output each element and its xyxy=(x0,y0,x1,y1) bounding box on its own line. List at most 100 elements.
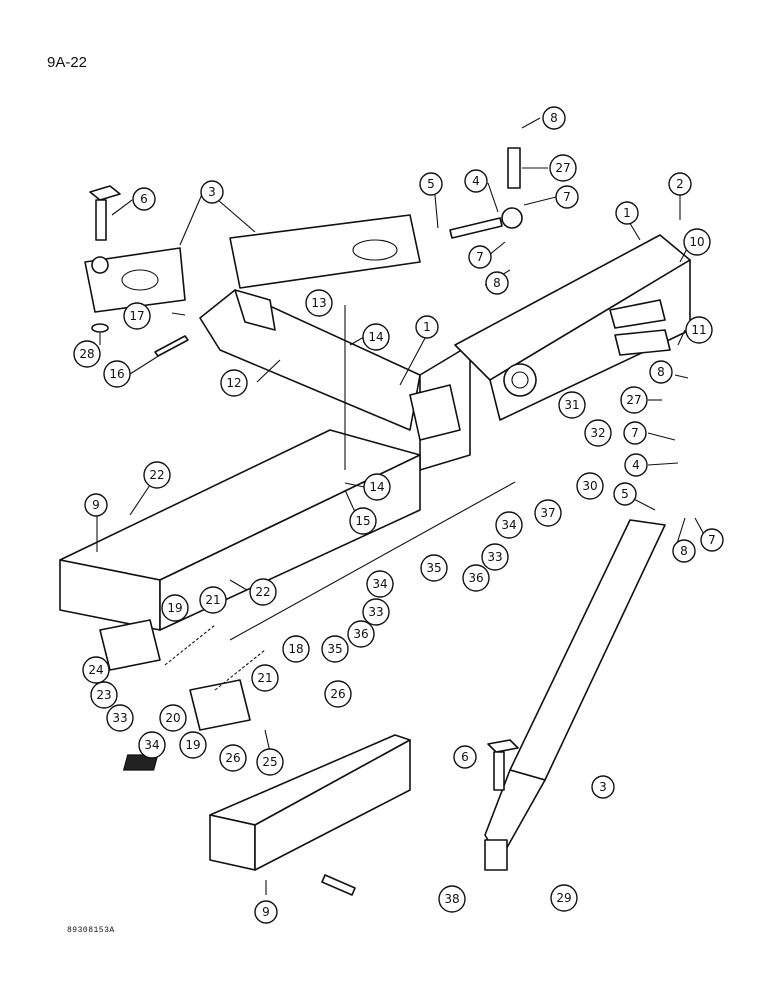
callout-7: 7 xyxy=(555,185,579,209)
callout-11: 11 xyxy=(685,316,713,344)
callout-7: 7 xyxy=(468,245,492,269)
right-hitch-arm xyxy=(484,519,666,871)
svg-text:11: 11 xyxy=(691,323,706,337)
drawing-code: 89308153A xyxy=(67,926,115,935)
bolt-lower xyxy=(321,874,356,896)
svg-text:7: 7 xyxy=(563,190,571,204)
svg-text:12: 12 xyxy=(226,376,241,390)
callout-36: 36 xyxy=(347,620,375,648)
svg-text:32: 32 xyxy=(590,426,605,440)
callout-22: 22 xyxy=(143,461,171,489)
svg-text:30: 30 xyxy=(582,479,597,493)
svg-text:6: 6 xyxy=(461,750,469,764)
callout-2: 2 xyxy=(668,172,692,196)
svg-text:36: 36 xyxy=(353,627,368,641)
pin-6-upper xyxy=(89,185,121,241)
callout-33: 33 xyxy=(106,704,134,732)
callout-18: 18 xyxy=(282,635,310,663)
svg-text:21: 21 xyxy=(205,593,220,607)
callout-31: 23 xyxy=(90,681,118,709)
callout-8: 8 xyxy=(542,106,566,130)
svg-text:34: 34 xyxy=(144,738,159,752)
callout-30: 32 xyxy=(584,419,612,447)
svg-text:28: 28 xyxy=(79,347,94,361)
left-tube-9 xyxy=(59,429,421,631)
svg-text:26: 26 xyxy=(330,687,345,701)
svg-text:35: 35 xyxy=(327,642,342,656)
svg-text:38: 38 xyxy=(444,892,459,906)
pin-26-upper xyxy=(507,147,521,189)
svg-text:33: 33 xyxy=(487,550,502,564)
center-frame xyxy=(199,289,471,471)
callout-37: 37 xyxy=(534,499,562,527)
lower-tube-9 xyxy=(122,734,411,871)
callout-14: 14 xyxy=(363,473,391,501)
callout-8: 8 xyxy=(672,539,696,563)
callout-labels: 8 27 7 5 4 7 8 2 1 10 11 8 27 7 4 5 8 7 … xyxy=(73,106,724,924)
svg-text:4: 4 xyxy=(632,458,640,472)
callout-32: 24 xyxy=(82,656,110,684)
svg-text:1: 1 xyxy=(623,206,631,220)
spring-21-lower xyxy=(214,649,266,691)
callout-35: 35 xyxy=(321,635,349,663)
svg-text:22: 22 xyxy=(255,585,270,599)
callout-21: 21 xyxy=(251,664,279,692)
callout-22: 22 xyxy=(249,578,277,606)
callout-4: 4 xyxy=(624,453,648,477)
svg-text:22: 22 xyxy=(149,468,164,482)
svg-text:34: 34 xyxy=(501,518,516,532)
svg-text:15: 15 xyxy=(355,514,370,528)
callout-9: 9 xyxy=(254,900,278,924)
svg-text:34: 34 xyxy=(372,577,387,591)
svg-text:33: 33 xyxy=(368,605,383,619)
svg-text:9: 9 xyxy=(262,905,270,919)
callout-21: 21 xyxy=(199,586,227,614)
svg-text:37: 37 xyxy=(540,506,555,520)
svg-text:9: 9 xyxy=(92,498,100,512)
callout-27: 28 xyxy=(73,340,101,368)
callout-8: 8 xyxy=(485,271,509,295)
callout-4: 4 xyxy=(464,169,488,193)
svg-text:8: 8 xyxy=(657,365,665,379)
bracket-19-right xyxy=(189,679,251,731)
bracket-19-left xyxy=(99,619,161,671)
svg-text:7: 7 xyxy=(708,533,716,547)
svg-text:18: 18 xyxy=(288,642,303,656)
callout-6: 6 xyxy=(453,745,477,769)
svg-text:35: 35 xyxy=(426,561,441,575)
svg-text:8: 8 xyxy=(493,276,501,290)
svg-text:23: 23 xyxy=(96,688,111,702)
rod-18 xyxy=(229,481,516,641)
svg-text:25: 25 xyxy=(262,755,277,769)
svg-text:33: 33 xyxy=(112,711,127,725)
svg-text:19: 19 xyxy=(167,601,182,615)
callout-25: 26 xyxy=(324,680,352,708)
callout-5: 5 xyxy=(419,172,443,196)
callout-1: 1 xyxy=(615,201,639,225)
callout-34: 34 xyxy=(495,511,523,539)
callout-33: 33 xyxy=(481,543,509,571)
left-hitch-arm xyxy=(84,214,421,313)
callout-8: 8 xyxy=(649,360,673,384)
svg-text:17: 17 xyxy=(129,309,144,323)
svg-text:24: 24 xyxy=(88,663,103,677)
pin-16 xyxy=(154,335,189,357)
callout-26: 27 xyxy=(549,154,577,182)
callout-17: 17 xyxy=(123,302,151,330)
svg-text:3: 3 xyxy=(208,185,216,199)
callout-12: 12 xyxy=(220,369,248,397)
callout-19: 19 xyxy=(179,731,207,759)
callout-36: 36 xyxy=(462,564,490,592)
svg-text:27: 27 xyxy=(555,161,570,175)
washer-27-upper xyxy=(91,323,109,333)
callout-14: 14 xyxy=(362,323,390,351)
svg-text:21: 21 xyxy=(257,671,272,685)
svg-text:8: 8 xyxy=(550,111,558,125)
svg-text:7: 7 xyxy=(476,250,484,264)
rod-end-4-upper xyxy=(449,217,503,239)
callout-26: 27 xyxy=(620,386,648,414)
svg-text:10: 10 xyxy=(689,235,704,249)
callout-38: 38 xyxy=(438,885,466,913)
svg-text:14: 14 xyxy=(368,330,383,344)
